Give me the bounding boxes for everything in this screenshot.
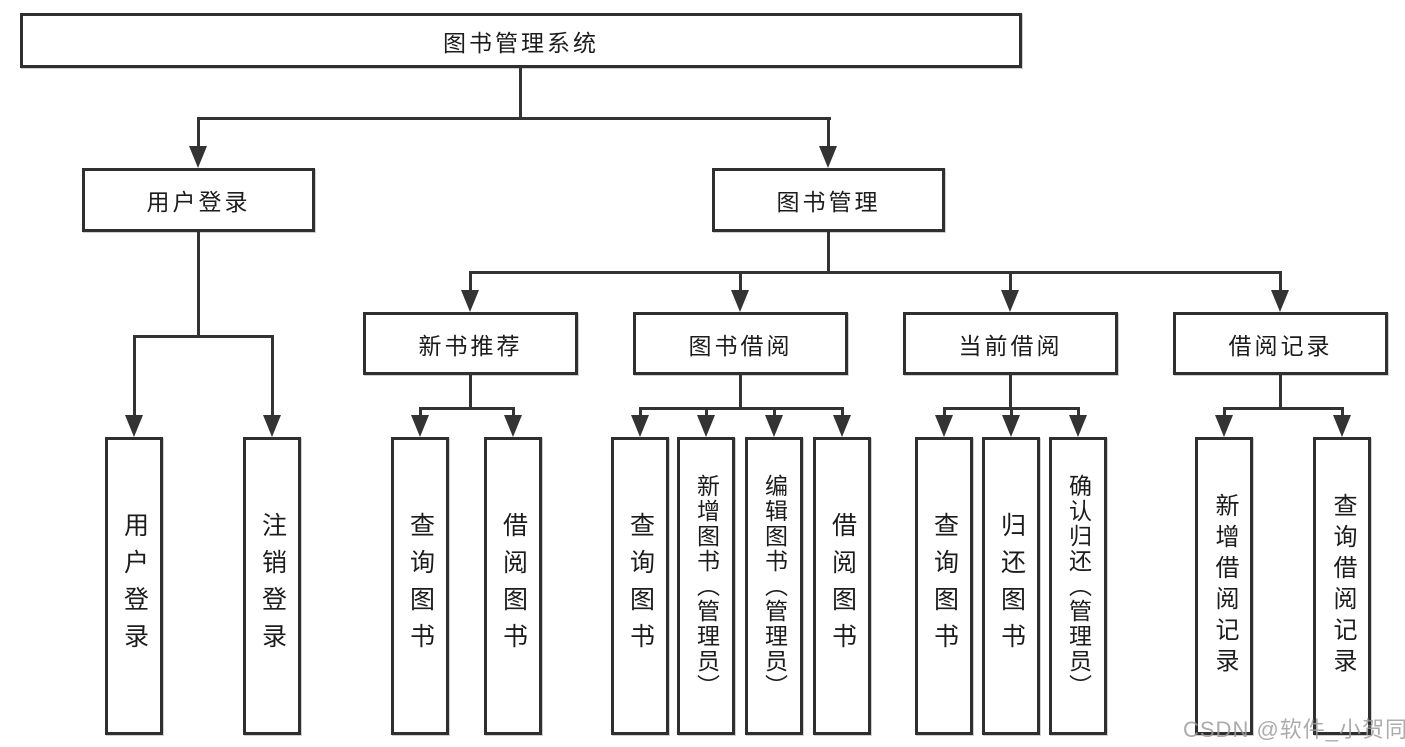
arrow-down-icon — [697, 415, 715, 437]
csdn-watermark: CSDN @软件_小贺同学 — [1183, 717, 1405, 742]
arrow-down-icon — [1001, 290, 1019, 312]
leaf-return-book: 归还图书 — [982, 437, 1040, 735]
connector-to-leaf — [1077, 407, 1080, 419]
connector-to-node — [1009, 271, 1012, 293]
connector-book-borrow-stem — [739, 373, 742, 410]
connector-to-leaf — [512, 407, 515, 419]
leaf-borrow-book: 借阅图书 — [813, 437, 871, 735]
leaf-query-book-current: 查询图书 — [915, 437, 973, 735]
node-current-borrow: 当前借阅 — [903, 312, 1118, 375]
connector-to-leaf — [943, 407, 946, 419]
connector-to-leaf — [133, 335, 136, 417]
arrow-down-icon — [125, 415, 143, 437]
node-user-login: 用户登录 — [82, 168, 315, 232]
leaf-query-borrow-record: 查询借阅记录 — [1313, 437, 1371, 735]
arrow-down-icon — [819, 146, 837, 168]
arrow-down-icon — [833, 415, 851, 437]
leaf-query-book-borrow: 查询图书 — [611, 437, 669, 735]
connector-new-book-stem — [469, 373, 472, 410]
connector-to-leaf — [271, 335, 274, 417]
connector-current-borrow-stem — [1009, 373, 1012, 410]
leaf-confirm-return-admin: 确认归还（管理员） — [1049, 437, 1107, 735]
connector-book-management-stem — [827, 232, 830, 274]
connector-borrow-record-hbar — [1223, 407, 1344, 410]
connector-to-leaf — [1223, 407, 1226, 419]
leaf-logout: 注销登录 — [243, 437, 301, 735]
connector-to-leaf — [1341, 407, 1344, 419]
connector-root-hbar — [197, 117, 831, 120]
node-book-borrow: 图书借阅 — [633, 312, 848, 375]
arrow-down-icon — [631, 415, 649, 437]
connector-root-stem — [519, 68, 522, 118]
connector-to-book-management — [827, 117, 830, 150]
leaf-add-book-admin: 新增图书（管理员） — [677, 437, 735, 735]
arrow-down-icon — [1271, 290, 1289, 312]
arrow-down-icon — [263, 415, 281, 437]
connector-new-book-hbar — [419, 407, 515, 410]
arrow-down-icon — [765, 415, 783, 437]
connector-level3-hbar — [469, 271, 1282, 274]
arrow-down-icon — [504, 415, 522, 437]
arrow-down-icon — [189, 146, 207, 168]
node-book-management: 图书管理 — [712, 168, 945, 232]
arrow-down-icon — [1002, 415, 1020, 437]
connector-to-leaf — [705, 407, 708, 419]
arrow-down-icon — [461, 290, 479, 312]
leaf-query-book-recommend: 查询图书 — [391, 437, 449, 735]
leaf-add-borrow-record: 新增借阅记录 — [1195, 437, 1253, 735]
connector-to-node — [469, 271, 472, 293]
arrow-down-icon — [935, 415, 953, 437]
node-new-book-recommend: 新书推荐 — [363, 312, 578, 375]
connector-to-leaf — [773, 407, 776, 419]
connector-book-borrow-hbar — [639, 407, 844, 410]
connector-to-user-login — [197, 117, 200, 150]
connector-to-node — [739, 271, 742, 293]
node-library-system: 图书管理系统 — [20, 13, 1022, 68]
connector-to-leaf — [1010, 407, 1013, 419]
arrow-down-icon — [731, 290, 749, 312]
connector-to-leaf — [841, 407, 844, 419]
connector-user-login-stem — [197, 232, 200, 338]
arrow-down-icon — [1215, 415, 1233, 437]
arrow-down-icon — [411, 415, 429, 437]
connector-to-leaf — [639, 407, 642, 419]
connector-to-node — [1279, 271, 1282, 293]
leaf-edit-book-admin: 编辑图书（管理员） — [745, 437, 803, 735]
connector-to-leaf — [419, 407, 422, 419]
leaf-user-login: 用户登录 — [105, 437, 163, 735]
connector-user-login-hbar — [133, 335, 274, 338]
leaf-borrow-book-recommend: 借阅图书 — [484, 437, 542, 735]
arrow-down-icon — [1333, 415, 1351, 437]
node-borrow-record: 借阅记录 — [1173, 312, 1388, 375]
connector-borrow-record-stem — [1279, 373, 1282, 410]
arrow-down-icon — [1069, 415, 1087, 437]
